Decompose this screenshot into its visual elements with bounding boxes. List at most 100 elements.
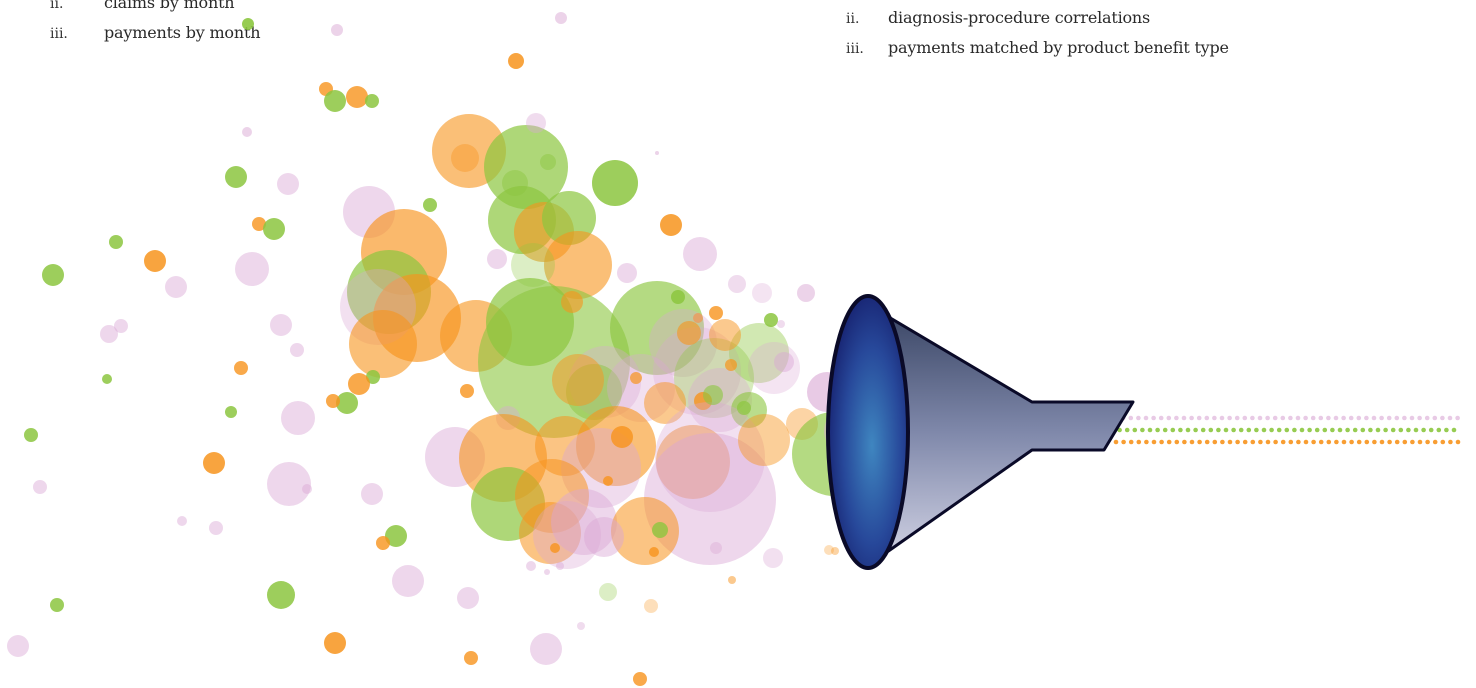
data-bubble xyxy=(674,338,754,418)
output-dot xyxy=(1178,427,1183,433)
output-dot xyxy=(1234,415,1240,421)
data-bubble xyxy=(361,483,383,505)
output-dot xyxy=(1455,415,1460,421)
data-bubble xyxy=(737,401,751,415)
output-dot xyxy=(1166,415,1172,421)
data-bubble xyxy=(644,382,686,424)
data-bubble xyxy=(561,291,583,313)
output-dot xyxy=(1140,427,1145,433)
output-dot xyxy=(1375,427,1381,433)
data-bubble xyxy=(324,90,346,112)
data-bubble xyxy=(592,160,638,206)
data-bubble xyxy=(530,633,562,665)
output-dot xyxy=(1189,439,1195,445)
data-bubble xyxy=(610,281,704,375)
output-dot xyxy=(1246,427,1252,433)
output-dot xyxy=(1197,439,1202,445)
data-bubble xyxy=(644,599,658,613)
output-dot xyxy=(1158,415,1164,421)
output-dot xyxy=(1136,439,1142,445)
data-bubble xyxy=(611,426,633,448)
output-dot xyxy=(1261,427,1267,433)
data-bubble xyxy=(203,452,225,474)
output-dot xyxy=(1265,415,1270,421)
data-bubble xyxy=(660,214,682,236)
data-bubble xyxy=(346,86,368,108)
output-dot xyxy=(1174,439,1180,445)
data-bubble xyxy=(584,517,624,557)
output-dot xyxy=(1417,439,1423,445)
output-dots-group xyxy=(1105,415,1461,445)
output-dot xyxy=(1371,415,1377,421)
output-dot xyxy=(1166,439,1172,445)
output-dot xyxy=(1379,439,1385,445)
output-dot xyxy=(1238,427,1244,433)
data-bubble xyxy=(511,243,555,287)
data-bubble xyxy=(725,359,737,371)
data-bubble xyxy=(349,310,417,378)
data-bubble xyxy=(710,542,722,554)
data-bubble xyxy=(144,250,166,272)
data-bubble xyxy=(177,516,187,526)
data-bubble xyxy=(324,632,346,654)
data-bubble xyxy=(671,290,685,304)
output-dot xyxy=(1273,439,1278,445)
output-dot xyxy=(1337,427,1343,433)
data-bubble xyxy=(348,373,370,395)
data-bubble xyxy=(376,536,390,550)
data-bubble xyxy=(748,342,800,394)
output-dot xyxy=(1185,427,1191,433)
data-bubble xyxy=(508,53,524,69)
output-dot xyxy=(1132,427,1138,433)
output-dot xyxy=(1394,415,1400,421)
list-item-text: payments by month xyxy=(104,23,261,42)
data-bubble xyxy=(738,414,790,466)
data-bubble xyxy=(709,306,723,320)
output-dot xyxy=(1196,415,1202,421)
data-bubble xyxy=(392,565,424,597)
output-dot xyxy=(1406,427,1411,433)
right-list-item-ii: ii.diagnosis-procedure correlations xyxy=(846,3,1229,33)
data-bubble xyxy=(460,384,474,398)
output-dot xyxy=(1447,415,1453,421)
list-numeral: iii. xyxy=(50,26,68,42)
output-dot xyxy=(1155,427,1160,433)
data-bubble xyxy=(544,569,550,575)
output-dot xyxy=(1265,439,1271,445)
output-dot xyxy=(1345,427,1350,433)
data-bubble xyxy=(234,361,248,375)
left-list-item-ii: ii.claims by month xyxy=(50,0,260,18)
data-bubble xyxy=(209,521,223,535)
output-dot xyxy=(1341,439,1347,445)
data-bubble xyxy=(50,598,64,612)
data-bubble xyxy=(551,489,617,555)
data-bubble xyxy=(33,480,47,494)
data-bubble xyxy=(555,12,567,24)
data-bubble xyxy=(677,321,701,345)
output-dot xyxy=(1295,415,1301,421)
data-bubble xyxy=(728,275,746,293)
data-bubble xyxy=(693,313,703,323)
data-bubble xyxy=(655,151,659,155)
output-dot xyxy=(1212,439,1218,445)
data-bubble xyxy=(366,370,380,384)
output-dot xyxy=(1128,415,1134,421)
output-dot xyxy=(1257,415,1263,421)
output-dot xyxy=(1144,439,1149,445)
data-bubble xyxy=(423,198,437,212)
data-bubble xyxy=(533,501,601,569)
data-bubble xyxy=(263,218,285,240)
output-dot xyxy=(1326,415,1331,421)
output-dot xyxy=(1181,415,1187,421)
output-dot xyxy=(1136,415,1141,421)
output-dot xyxy=(1372,439,1377,445)
output-dot xyxy=(1204,415,1210,421)
data-bubble xyxy=(464,651,478,665)
data-bubble xyxy=(267,462,311,506)
output-dot xyxy=(1235,439,1240,445)
output-dot xyxy=(1455,439,1461,445)
data-bubble xyxy=(544,231,612,299)
output-dot xyxy=(1292,427,1297,433)
data-bubble xyxy=(487,249,507,269)
data-bubble xyxy=(331,24,343,36)
